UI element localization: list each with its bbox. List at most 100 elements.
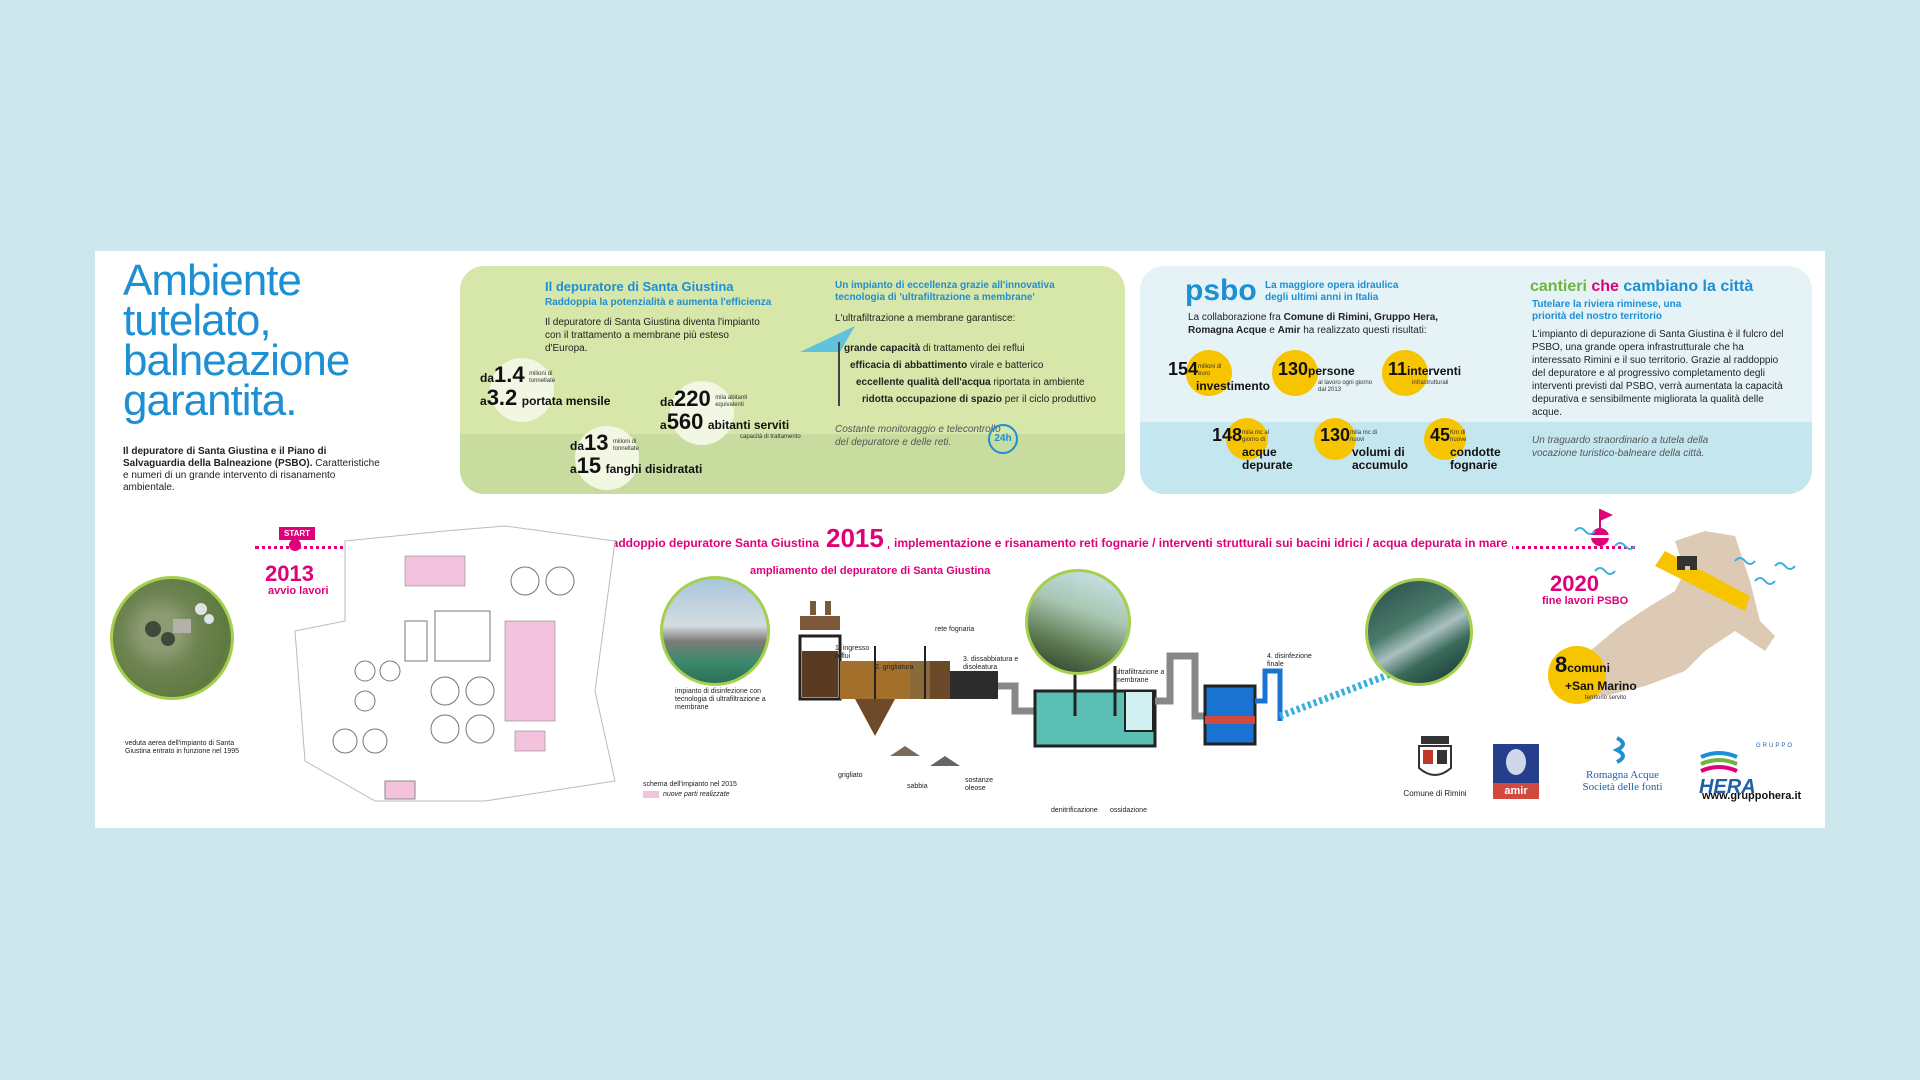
intro-body: Caratteristiche e numeri di un grande in… — [123, 458, 380, 493]
stat-bubble — [490, 358, 554, 422]
cantieri-logo-part: cantieri — [1530, 278, 1587, 295]
stat-from: 13 — [584, 430, 609, 455]
psbo-logo: psbo — [1185, 274, 1257, 307]
stat-circle — [1186, 350, 1232, 396]
water-band — [460, 434, 1125, 494]
stat-unit: mila mc di nuovi — [1350, 430, 1378, 443]
step3-label: 3. dissabbiatura e disoleatura — [963, 656, 1019, 671]
romagna-label: Romagna Acque — [1585, 769, 1659, 781]
cantieri-logo-part: che — [1591, 278, 1619, 295]
schema-caption: schema dell'impianto nel 2015 — [643, 781, 737, 788]
disinfection-photo — [660, 576, 770, 686]
logo-hera: GRUPPO HERA — [1699, 743, 1794, 799]
year-2015-label: implementazione e risanamento reti fogna… — [890, 536, 1512, 550]
sabbia-label: sabbia — [907, 783, 928, 790]
bullet-text: riportata in ambiente — [990, 377, 1085, 388]
map-stat-circle — [1548, 646, 1606, 704]
stat-condotte: 45Km di nuove condotte fognarie — [1424, 418, 1510, 472]
raddoppio-label: raddoppio depuratore Santa Giustina — [603, 536, 824, 550]
stat-label: interventi — [1407, 364, 1462, 378]
stat-unit: milioni di euro — [1198, 364, 1222, 377]
psbo-body: La collaborazione fra Comune di Rimini, … — [1188, 311, 1458, 337]
list-item: efficacia di abbattimento virale e batte… — [850, 359, 1114, 372]
year-2020: 2020 — [1550, 571, 1599, 596]
title-line: garantita. — [123, 376, 297, 425]
tank-photo — [1365, 578, 1473, 686]
excellence-intro: L'ultrafiltrazione a membrane garantisce… — [835, 313, 1016, 324]
stat-circle — [1226, 418, 1268, 460]
legend-swatch — [643, 791, 659, 798]
stat-unit: al lavoro ogni giorno dal 2013 — [1318, 380, 1373, 393]
stat-label: condotte fognarie — [1450, 445, 1501, 472]
stat-unit: infrastrutturali — [1412, 380, 1449, 386]
psbo-body-bold: Comune di Rimini, Gruppo Hera, Romagna A… — [1188, 312, 1439, 336]
stat-unit: milioni di tonnellate — [529, 370, 556, 384]
intro-bold: Il depuratore di Santa Giustina e il Pia… — [123, 446, 327, 469]
stat-to: 3.2 — [486, 385, 518, 410]
stat-da: da — [660, 395, 675, 409]
hera-wave-icon — [1700, 751, 1738, 773]
rimini-map — [1560, 527, 1796, 696]
step1-label: 1. ingresso reflui — [835, 645, 870, 660]
schema-legend: nuove parti realizzate — [663, 791, 730, 798]
bullet-text: per il ciclo produttivo — [1002, 394, 1096, 405]
year-2015: 2015 — [822, 523, 888, 554]
stat-from: 220 — [674, 386, 711, 411]
stat-circle — [1314, 418, 1356, 460]
stat-num: 45 — [1430, 425, 1451, 445]
title-line: balneazione — [123, 336, 350, 385]
excellence-list: grande capacità di trattamento dei reflu… — [838, 342, 1114, 406]
hera-top-label: GRUPPO — [1755, 743, 1794, 749]
logo-amir: amir — [1493, 744, 1539, 799]
cantieri-body: L'impianto di depurazione di Santa Giust… — [1532, 329, 1784, 418]
stat-to: 560 — [666, 409, 704, 434]
timeline-dot — [289, 539, 301, 551]
psbo-body-part: e — [1266, 325, 1278, 336]
step2-label: 2. grigliatura — [875, 664, 914, 671]
stat-bubble — [575, 426, 639, 490]
psbo-body-part: La collaborazione fra — [1188, 312, 1284, 323]
stat-fanghi: da13 milioni di tonnellate a15 fanghi di… — [570, 432, 740, 478]
map-label: comuni — [1567, 661, 1610, 675]
stat-unit: milioni di tonnellate — [612, 438, 639, 452]
monitor-text: Costante monitoraggio e telecontrollo de… — [835, 424, 1001, 448]
depuratore-panel: Il depuratore di Santa Giustina Raddoppi… — [460, 266, 1125, 494]
rete-label: rete fognaria — [935, 626, 975, 633]
sostanze-label: sostanze oleose — [965, 777, 994, 792]
stat-acque: 148mila mc al giorno di acque depurate — [1212, 418, 1302, 472]
stat-investimento: 154milioni di euro investimento — [1168, 350, 1270, 396]
ossida-label: ossidazione — [1110, 807, 1147, 814]
romagna-wave-icon — [1612, 736, 1625, 764]
stat-unit: mila abitanti equivalenti — [715, 394, 748, 408]
cantieri-subtitle: Tutelare la riviera riminese, una priori… — [1532, 299, 1682, 322]
plant-schema — [294, 525, 616, 802]
list-item: ridotta occupazione di spazio per il cic… — [862, 393, 1114, 406]
stat-num: 11 — [1388, 359, 1408, 379]
bullet-bold: efficacia di abbattimento — [850, 360, 968, 371]
stat-accumulo: 130mila mc di nuovi volumi di accumulo — [1314, 418, 1422, 472]
aerial-photo-detail — [145, 603, 214, 646]
process-diagram — [798, 601, 1425, 766]
stat-label: persone — [1308, 364, 1355, 378]
psbo-body-bold: Amir — [1277, 325, 1301, 336]
stat-a: a — [570, 462, 577, 476]
aerial-caption: veduta aerea dell'impianto di Santa Gius… — [125, 740, 240, 755]
stat-bubble — [670, 381, 734, 445]
denitri-label: denitrificazione — [1051, 807, 1098, 814]
cantieri-logo-part: la città — [1702, 278, 1754, 295]
stat-a: a — [660, 418, 667, 432]
aerial-photo — [110, 576, 234, 700]
stat-abitanti: da220 mila abitanti equivalenti a560 abi… — [660, 388, 830, 441]
flag-icon — [800, 326, 855, 352]
excellence-title: Un impianto di eccellenza grazie all'inn… — [835, 280, 1055, 303]
stat-num: 130 — [1278, 359, 1309, 379]
stat-da: da — [570, 439, 585, 453]
membrane-photo — [1025, 569, 1131, 675]
stat-label: volumi di accumulo — [1352, 445, 1409, 472]
logo-romagna-acque: Romagna Acque Società delle fonti — [1575, 736, 1670, 793]
depuratore-subtitle: Raddoppia la potenzialità e aumenta l'ef… — [545, 297, 772, 308]
cantieri-closing: Un traguardo straordinario a tutela dell… — [1532, 435, 1709, 459]
clock-24h-icon: 24h — [988, 424, 1018, 454]
intro-text: Il depuratore di Santa Giustina e il Pia… — [123, 446, 383, 494]
stat-label: portata mensile — [521, 394, 611, 408]
